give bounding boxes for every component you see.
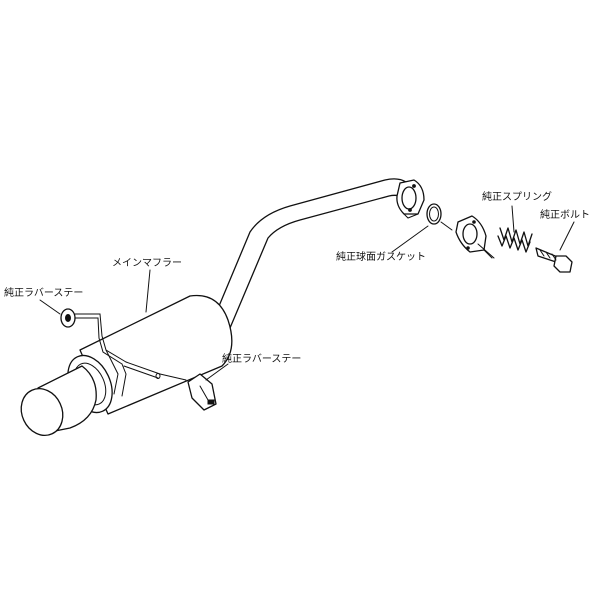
- mating-flange: [455, 215, 495, 259]
- label-spherical-gasket: 純正球面ガスケット: [336, 252, 426, 263]
- label-spring: 純正スプリング: [482, 192, 552, 203]
- left-rubber-stay: [60, 308, 76, 328]
- pipe-flange: [396, 179, 425, 219]
- spring-part: [497, 227, 533, 253]
- label-bolt: 純正ボルト: [540, 210, 590, 221]
- label-rubber-stay-right: 純正ラバーステー: [222, 354, 302, 365]
- label-main-muffler: メインマフラー: [112, 258, 182, 269]
- tailpipe-tip: [20, 365, 97, 436]
- right-rubber-stay: [155, 373, 217, 411]
- muffler-hanger-rods: [67, 313, 161, 397]
- label-rubber-stay-left: 純正ラバーステー: [4, 288, 84, 299]
- spherical-gasket: [426, 203, 453, 231]
- leader-lines: [39, 205, 575, 381]
- bolt-part: [535, 247, 573, 273]
